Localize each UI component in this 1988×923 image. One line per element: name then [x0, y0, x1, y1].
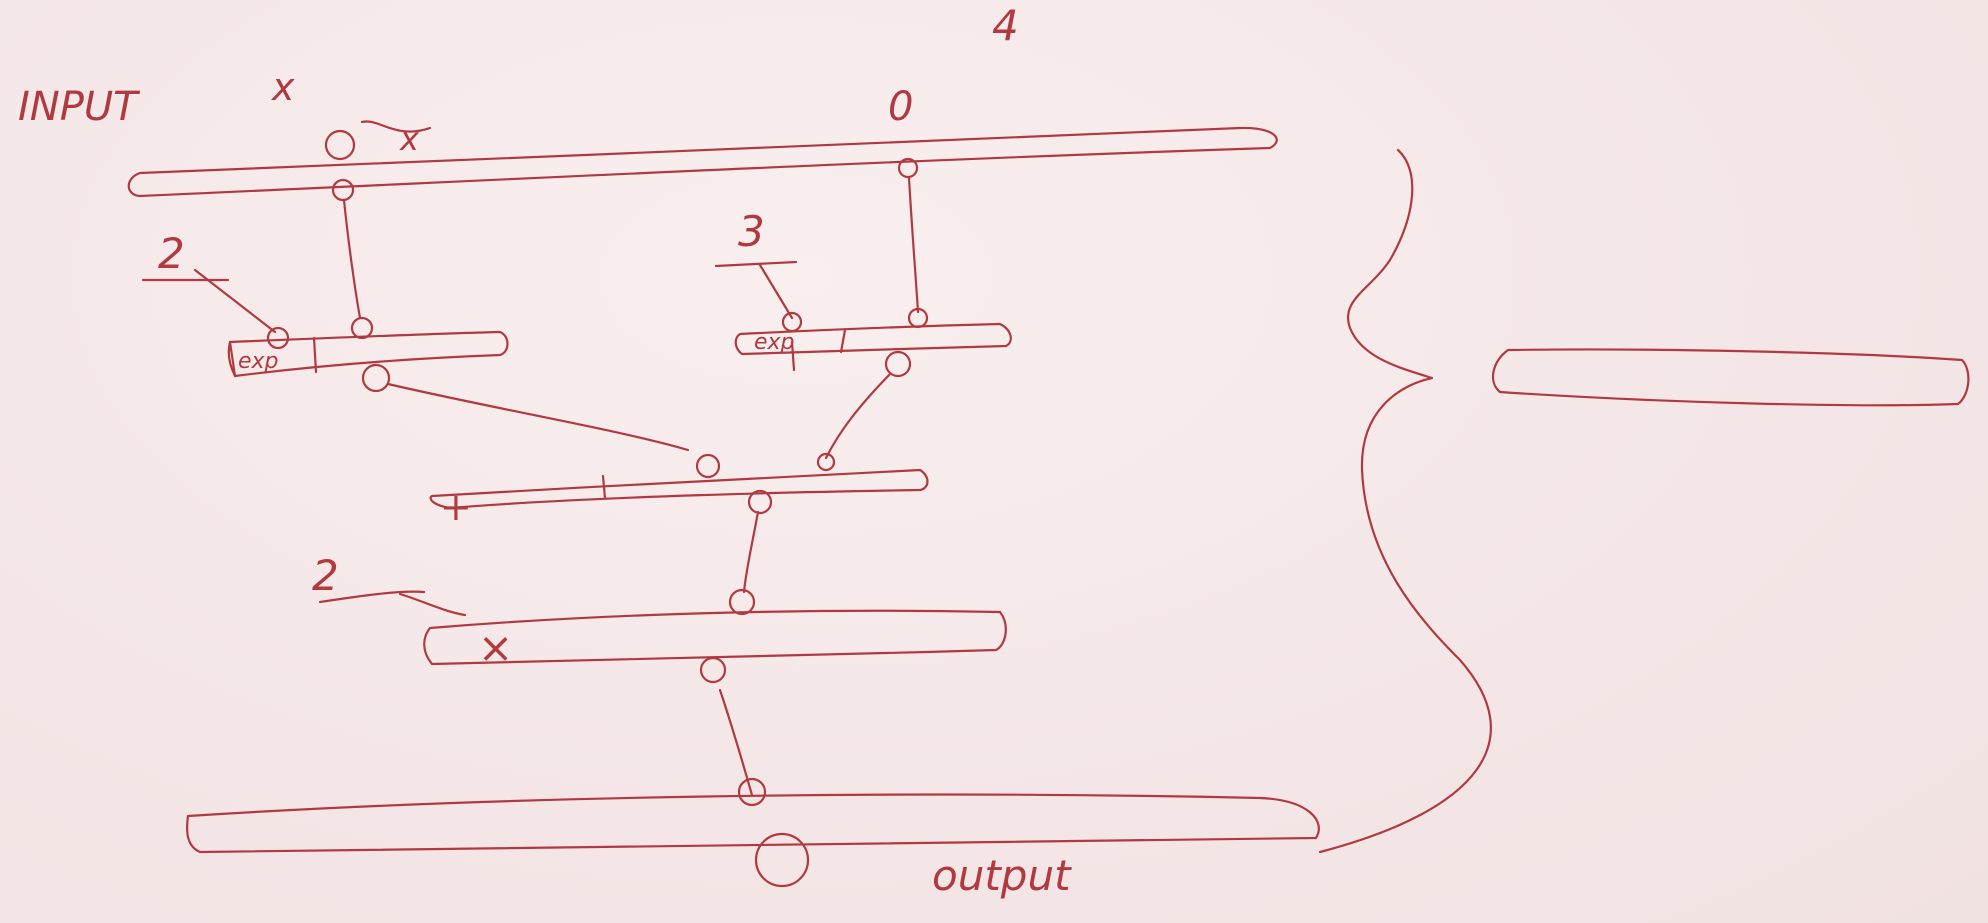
const-3-label: 3 [738, 207, 765, 256]
input-out-port-right [897, 157, 919, 179]
add-out-port [747, 489, 773, 515]
mul-in-port [728, 588, 756, 616]
add-in-port-1 [695, 453, 721, 479]
const-2-lower-wire-1 [318, 590, 426, 604]
top-number-label: 4 [992, 1, 1019, 50]
output-in-port [737, 777, 767, 807]
const-3-wire [758, 263, 794, 320]
exp-right-block [734, 322, 1012, 356]
const-2-lower-wire-2 [398, 592, 467, 617]
output-port [754, 832, 810, 888]
input-port-x [324, 129, 356, 161]
output-bar [185, 793, 1320, 854]
add-in-port-2 [816, 452, 836, 472]
input-label: INPUT [18, 84, 141, 130]
exp-right-tick [790, 340, 796, 372]
wire-mul-to-output [718, 688, 754, 797]
wire-input-to-exp-left [342, 198, 362, 320]
add-divider [601, 474, 607, 500]
exp-left-edge [228, 340, 237, 378]
input-bar [127, 126, 1278, 198]
input-out-port-left [331, 178, 355, 202]
exp-right-op: exp [754, 330, 795, 355]
exp-left-in-port-1 [266, 326, 290, 350]
input-bar-x-label: x [399, 120, 420, 158]
exp-right-in-port-2 [907, 307, 929, 329]
const-2-lower-label: 2 [312, 551, 339, 600]
exp-left-in-port-2 [350, 316, 374, 340]
grouping-brace [1318, 148, 1492, 854]
input-bar-scribble [360, 120, 432, 133]
add-block [429, 468, 929, 510]
collapsed-block [1491, 348, 1970, 407]
const-3-underline [714, 260, 798, 268]
exp-left-out-port [361, 363, 391, 393]
exp-right-divider [839, 328, 847, 354]
exp-right-out-port [884, 350, 912, 378]
wire-input-to-exp-right [907, 176, 920, 314]
mul-op: × [478, 623, 513, 672]
exp-right-in-port-1 [781, 311, 803, 333]
wire-exp-right-to-add [824, 372, 892, 460]
wire-exp-left-to-add [386, 382, 690, 452]
exp-left-op: exp [238, 349, 279, 374]
mul-out-port [699, 656, 727, 684]
mul-block [423, 609, 1007, 666]
add-op: + [440, 485, 472, 529]
wire-add-to-mul [742, 510, 760, 594]
x-label: x [271, 65, 295, 109]
zero-label: 0 [888, 84, 913, 130]
const-2-left-label: 2 [158, 229, 185, 278]
output-label: output [932, 851, 1072, 900]
const-2-left-wire [193, 268, 277, 334]
exp-left-divider [312, 336, 318, 374]
